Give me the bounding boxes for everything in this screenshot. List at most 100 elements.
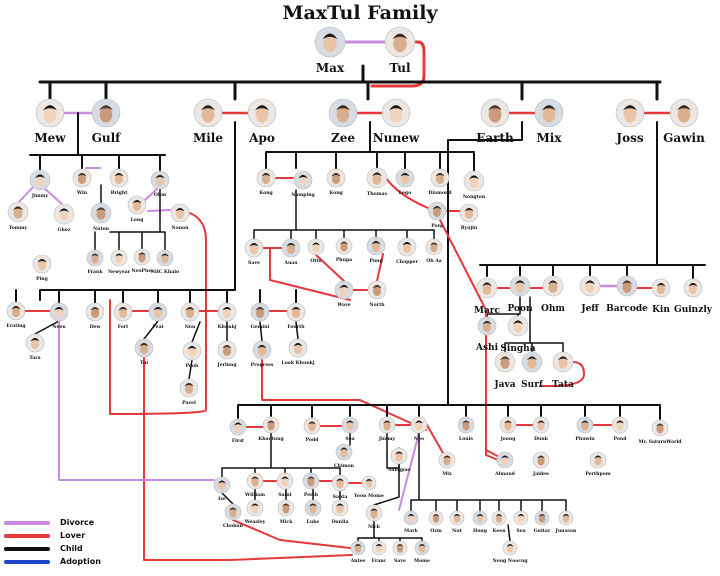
avatar-hair — [372, 172, 382, 177]
person-node-weasley: Weasley — [244, 499, 266, 525]
person-node-guinzly: Guinzly — [674, 278, 713, 315]
avatar-hair — [255, 105, 269, 111]
person-node-mome: Mome — [414, 540, 430, 564]
avatar-face — [175, 209, 185, 220]
avatar-face — [99, 106, 113, 123]
relation-line — [398, 432, 420, 511]
avatar-hair — [517, 514, 525, 517]
person-node-mark: Mark — [403, 510, 419, 534]
person-node-jerlung: Jerlung — [216, 340, 237, 368]
avatar-hair — [267, 420, 275, 424]
avatar-face — [139, 344, 149, 355]
person-node-tata: Tata — [552, 351, 574, 390]
person-node-newyear: Newyear — [108, 249, 131, 275]
relation-line — [357, 520, 423, 542]
avatar-hair — [495, 514, 503, 517]
person-node-otto: Otto — [307, 238, 325, 264]
avatar-face — [432, 514, 440, 523]
avatar-hair — [623, 105, 637, 111]
avatar-hair — [453, 514, 461, 517]
person-node-nut: Nut — [449, 510, 465, 534]
avatar-hair — [293, 342, 303, 347]
person-node-marc: Marc — [474, 277, 501, 316]
person-node-sea2: Sea — [513, 510, 529, 534]
person-name: Peat — [152, 324, 164, 330]
avatar-face — [336, 106, 350, 123]
avatar-hair — [370, 508, 378, 512]
person-node-jimmy: Jimmy — [29, 169, 51, 199]
person-node-kong1: Kong — [256, 168, 276, 196]
person-node-ohm1: Ohm — [150, 170, 170, 198]
person-node-look: Look Khunkj — [282, 338, 315, 366]
avatar-hair — [365, 479, 373, 482]
avatar-hair — [291, 306, 301, 311]
person-node-yoon: Yoon Mome — [353, 475, 384, 499]
avatar-hair — [527, 356, 537, 361]
avatar-face — [255, 308, 265, 319]
person-node-poon: Poon — [507, 275, 533, 314]
person-name: Sea — [345, 436, 354, 442]
person-node-mew: Mew — [34, 98, 66, 145]
person-name: Tata — [552, 380, 574, 390]
person-name: Win — [76, 190, 88, 196]
person-name: Santa — [333, 494, 348, 500]
avatar-hair — [139, 342, 149, 347]
person-name: Ping — [36, 276, 49, 282]
person-name: Jimmy — [378, 436, 396, 442]
avatar-face — [115, 254, 123, 264]
person-node-louis: Louis — [457, 416, 475, 442]
person-name: Frank — [87, 269, 103, 275]
person-name: Ize — [218, 496, 226, 502]
avatar-hair — [255, 306, 265, 311]
person-node-auau: Auau — [281, 238, 301, 266]
relation-line — [253, 189, 435, 240]
avatar-face — [222, 346, 232, 357]
person-name: Gemini — [251, 324, 270, 330]
person-node-luke: Luke — [304, 499, 322, 525]
person-name: Jerlung — [216, 362, 237, 368]
relation-line — [370, 40, 426, 88]
person-node-north: North — [367, 280, 387, 308]
person-name: Newyear — [108, 269, 131, 275]
avatar-face — [538, 514, 546, 523]
person-node-long: Long — [127, 195, 147, 223]
person-name: Guinzly — [674, 305, 713, 315]
person-name: Neo — [414, 436, 424, 442]
person-name: Dew — [90, 324, 102, 330]
avatar-hair — [616, 420, 624, 424]
avatar-face — [255, 106, 269, 123]
avatar-hair — [594, 455, 602, 459]
person-name: Apo — [248, 131, 275, 145]
person-name: Kin — [652, 305, 670, 315]
person-name: Gawin — [663, 131, 705, 145]
avatar-hair — [114, 172, 124, 177]
avatar-face — [443, 456, 451, 466]
relation-line — [221, 432, 400, 478]
person-name: Jaidee — [532, 471, 549, 477]
avatar-face — [400, 174, 410, 185]
avatar-face — [415, 421, 423, 431]
avatar-hair — [501, 455, 509, 459]
avatar-face — [389, 106, 403, 123]
avatar-hair — [677, 105, 691, 111]
avatar-face — [43, 106, 57, 123]
relation-line — [143, 357, 353, 561]
avatar-hair — [155, 174, 165, 179]
avatar-face — [201, 106, 215, 123]
person-node-ghoz: Ghoz — [53, 203, 75, 233]
avatar-face — [54, 308, 64, 319]
person-node-hong: Hong — [472, 510, 488, 534]
avatar-hair — [562, 514, 570, 517]
avatar-hair — [251, 476, 259, 480]
avatar-face — [542, 106, 556, 123]
avatar-face — [562, 514, 570, 523]
avatar-face — [340, 242, 348, 252]
avatar-face — [469, 176, 479, 188]
avatar-hair — [161, 253, 169, 257]
avatar-hair — [392, 33, 408, 40]
avatar-face — [482, 283, 492, 295]
person-name: Chokun — [223, 523, 244, 529]
person-node-perth: Perth — [302, 472, 320, 498]
person-name: Antee — [350, 558, 366, 564]
avatar-hair — [354, 544, 362, 547]
